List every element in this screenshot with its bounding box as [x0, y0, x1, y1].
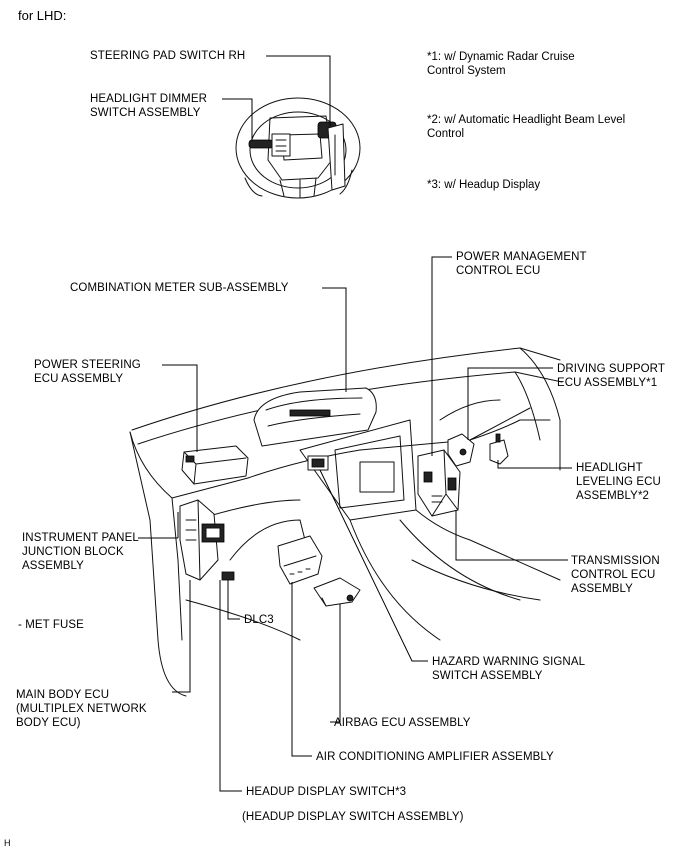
- headlight-leveling-ecu-drawing: [489, 433, 509, 465]
- airbag-ecu-drawing: [313, 577, 361, 607]
- hazard-switch-drawing: [307, 455, 329, 471]
- label-airbag-ecu: AIRBAG ECU ASSEMBLY: [334, 717, 471, 729]
- combination-meter-drawing: [253, 387, 377, 447]
- label-headup-display-switch-assembly: (HEADUP DISPLAY SWITCH ASSEMBLY): [242, 811, 464, 823]
- label-dlc3: DLC3: [244, 614, 274, 626]
- label-met-fuse: - MET FUSE: [18, 619, 84, 631]
- note-2: *2: w/ Automatic Headlight Beam Level Co…: [427, 114, 626, 140]
- label-combination-meter: COMBINATION METER SUB-ASSEMBLY: [70, 282, 289, 294]
- label-main-body-ecu: MAIN BODY ECU (MULTIPLEX NETWORK BODY EC…: [16, 689, 147, 729]
- label-hazard-warning-switch: HAZARD WARNING SIGNAL SWITCH ASSEMBLY: [432, 656, 586, 682]
- ac-amplifier-drawing: [277, 535, 323, 585]
- label-air-conditioning-amplifier: AIR CONDITIONING AMPLIFIER ASSEMBLY: [316, 751, 554, 763]
- label-power-steering-ecu: POWER STEERING ECU ASSEMBLY: [34, 359, 141, 385]
- label-steering-pad-switch-rh: STEERING PAD SWITCH RH: [90, 50, 246, 62]
- label-driving-support-ecu: DRIVING SUPPORT ECU ASSEMBLY*1: [557, 363, 665, 389]
- power-steering-ecu-drawing: [181, 445, 249, 485]
- driving-support-ecu-drawing: [447, 433, 475, 467]
- dashboard-drawing: [129, 347, 563, 697]
- label-instrument-panel-junction-block: INSTRUMENT PANEL JUNCTION BLOCK ASSEMBLY: [22, 532, 139, 572]
- leader-lines: [138, 55, 572, 792]
- label-transmission-control-ecu: TRANSMISSION CONTROL ECU ASSEMBLY: [571, 555, 660, 595]
- power-management-ecu-drawing: [417, 449, 461, 517]
- steering-wheel-drawing: [235, 97, 361, 199]
- header-for-lhd: for LHD:: [18, 8, 67, 23]
- label-headlight-leveling-ecu: HEADLIGHT LEVELING ECU ASSEMBLY*2: [576, 462, 661, 502]
- figure-mark: H: [4, 838, 11, 848]
- junction-block-drawing: [179, 499, 225, 581]
- label-power-management-ecu: POWER MANAGEMENT CONTROL ECU: [456, 251, 587, 277]
- label-headup-display-switch: HEADUP DISPLAY SWITCH*3: [246, 786, 407, 798]
- dlc3-drawing: [221, 571, 235, 581]
- note-3: *3: w/ Headup Display: [427, 179, 541, 191]
- label-headlight-dimmer-switch: HEADLIGHT DIMMER SWITCH ASSEMBLY: [90, 93, 208, 119]
- note-1: *1: w/ Dynamic Radar Cruise Control Syst…: [427, 51, 575, 77]
